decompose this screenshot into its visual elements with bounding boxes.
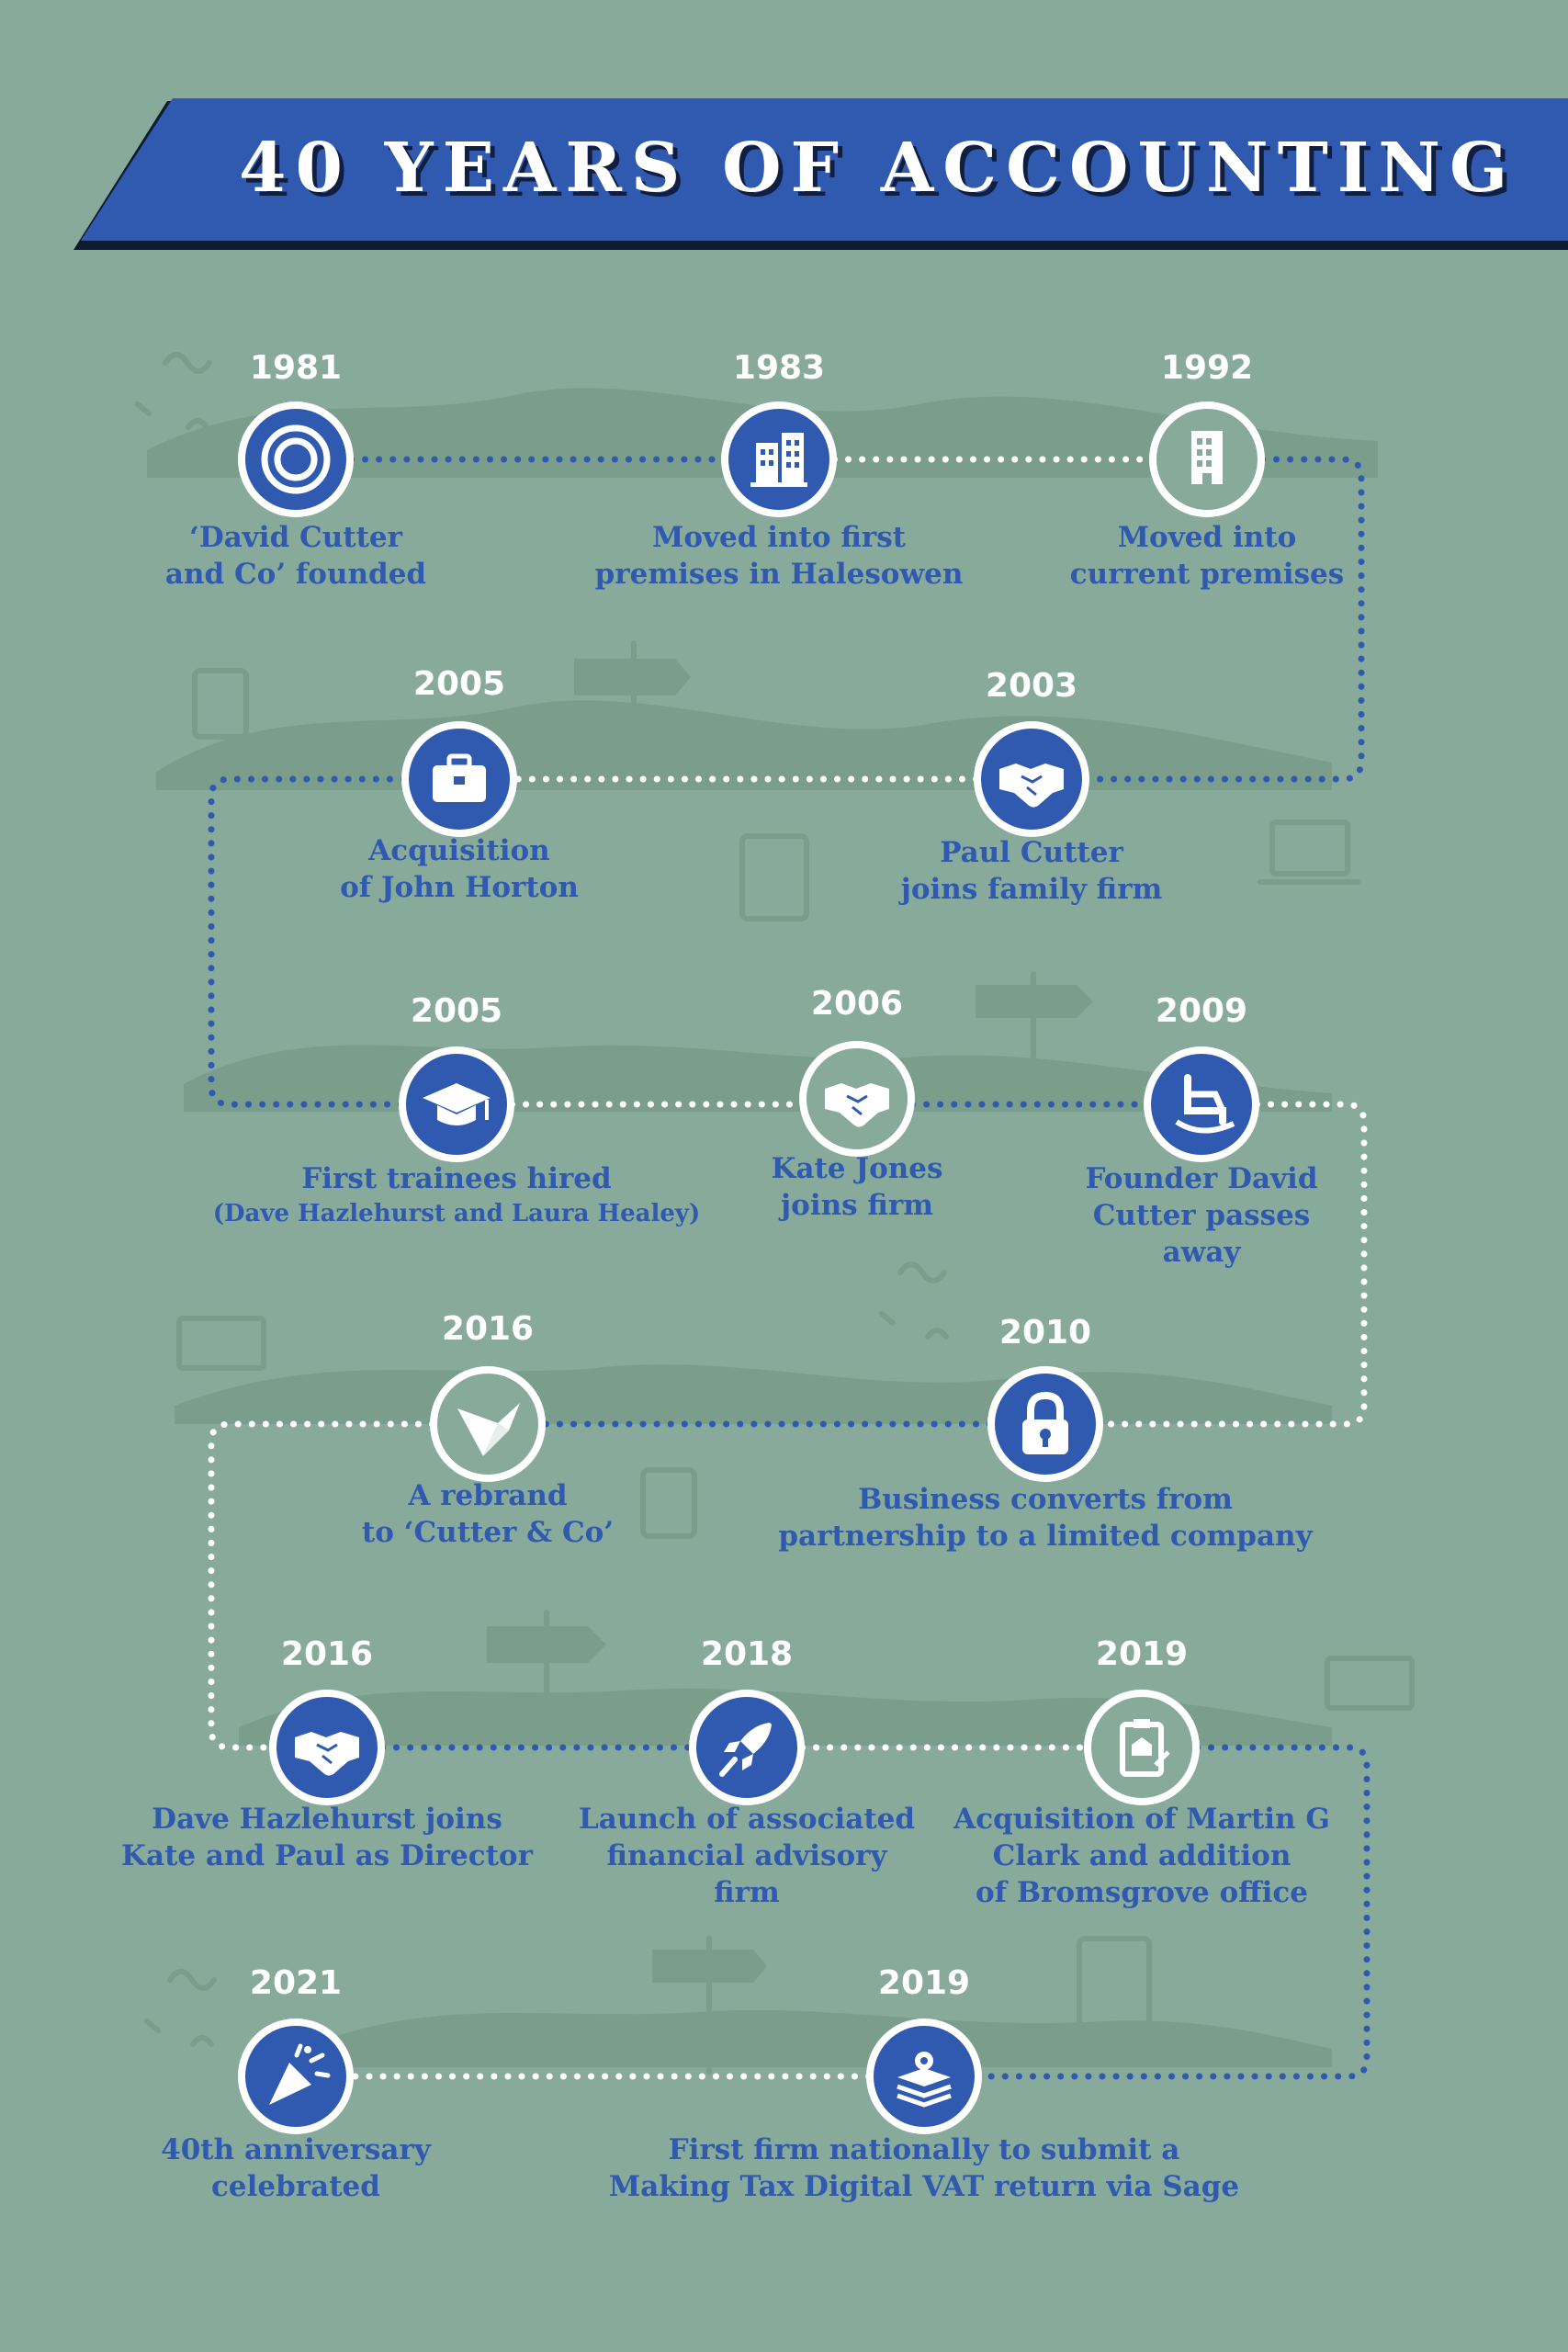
milestone-marker	[974, 721, 1089, 837]
milestone-year: 2006	[810, 985, 904, 1023]
description-line: of Bromsgrove office	[976, 1876, 1308, 1909]
milestone-year: 2018	[700, 1635, 794, 1673]
description-line: to ‘Cutter & Co’	[361, 1516, 615, 1549]
description-line: Making Tax Digital VAT return via Sage	[608, 2170, 1240, 2203]
milestone-description: First firm nationally to submit a Making …	[609, 2132, 1239, 2205]
description-line: of John Horton	[340, 871, 579, 904]
milestone-year: 2005	[412, 665, 506, 703]
title-banner	[73, 98, 1568, 250]
milestone-marker	[799, 1041, 915, 1157]
milestone-marker	[987, 1366, 1103, 1482]
description-line: Business converts from	[858, 1483, 1233, 1516]
milestone-description: Kate Jones joins firm	[772, 1150, 943, 1224]
description-line: joins firm	[780, 1189, 934, 1222]
description-line: Kate Jones	[771, 1152, 943, 1185]
milestone-description: Paul Cutter joins family firm	[901, 834, 1163, 908]
milestone-marker	[238, 401, 354, 517]
description-line: Founder David	[1085, 1162, 1318, 1195]
milestone-marker	[689, 1690, 805, 1805]
description-line: First trainees hired	[301, 1162, 612, 1195]
description-line: Launch of associated	[578, 1803, 916, 1836]
description-line: celebrated	[211, 2170, 380, 2203]
milestone-description: Moved into current premises	[1070, 519, 1344, 593]
milestone-year: 2016	[280, 1635, 374, 1673]
milestone-year: 1981	[249, 349, 343, 387]
description-line: 40th anniversary	[161, 2133, 431, 2166]
milestone-year: 2019	[1095, 1635, 1189, 1673]
milestone-description: Business converts from partnership to a l…	[778, 1481, 1312, 1555]
milestone-marker	[238, 2018, 354, 2134]
milestone-year: 2010	[998, 1314, 1092, 1351]
milestone-marker	[866, 2018, 982, 2134]
description-line: firm	[714, 1876, 780, 1909]
description-line: A rebrand	[408, 1479, 568, 1512]
page-title: 40 YEARS OF ACCOUNTING	[239, 129, 1517, 208]
milestone-marker	[1149, 401, 1265, 517]
milestone-year: 2003	[985, 667, 1078, 705]
description-line: current premises	[1069, 558, 1345, 591]
milestone-description: First trainees hired (Dave Hazlehurst and…	[213, 1160, 701, 1230]
description-line: Clark and addition	[992, 1839, 1292, 1872]
milestone-marker	[430, 1366, 546, 1482]
description-line: Kate and Paul as Director	[121, 1839, 533, 1872]
description-line: First firm nationally to submit a	[668, 2133, 1180, 2166]
milestone-year: 2019	[877, 1964, 971, 2002]
milestone-year: 2016	[441, 1310, 535, 1348]
milestone-marker	[269, 1690, 385, 1805]
description-line: partnership to a limited company	[778, 1520, 1313, 1553]
description-line: Moved into	[1117, 521, 1297, 554]
description-line: premises in Halesowen	[594, 558, 964, 591]
milestone-description: A rebrand to ‘Cutter & Co’	[362, 1477, 614, 1551]
description-line: away	[1162, 1236, 1241, 1269]
description-line: joins family firm	[900, 873, 1163, 906]
description-line: Cutter passes	[1092, 1199, 1311, 1232]
description-line: Acquisition	[368, 834, 550, 867]
milestone-year: 2009	[1155, 992, 1248, 1030]
milestone-year: 2005	[410, 992, 503, 1030]
milestone-year: 1992	[1160, 349, 1254, 387]
milestone-description: Acquisition of John Horton	[340, 832, 579, 906]
description-line: Paul Cutter	[940, 836, 1123, 869]
milestone-marker	[399, 1046, 514, 1162]
milestone-marker	[721, 401, 837, 517]
milestone-year: 1983	[732, 349, 826, 387]
description-line: financial advisory	[606, 1839, 887, 1872]
milestone-marker	[401, 721, 517, 837]
milestone-marker	[1144, 1046, 1259, 1162]
milestone-year: 2021	[249, 1964, 343, 2002]
milestone-description: 40th anniversary celebrated	[161, 2132, 431, 2205]
description-line: ‘David Cutter	[189, 521, 402, 554]
milestone-description: Moved into first premises in Halesowen	[595, 519, 964, 593]
milestone-marker	[1084, 1690, 1200, 1805]
description-line: and Co’ founded	[164, 558, 427, 591]
milestone-description: ‘David Cutter and Co’ founded	[165, 519, 426, 593]
description-line: Acquisition of Martin G	[953, 1803, 1330, 1836]
description-subtext: (Dave Hazlehurst and Laura Healey)	[212, 1200, 701, 1227]
description-line: Moved into first	[652, 521, 906, 554]
description-line: Dave Hazlehurst joins	[152, 1803, 502, 1836]
